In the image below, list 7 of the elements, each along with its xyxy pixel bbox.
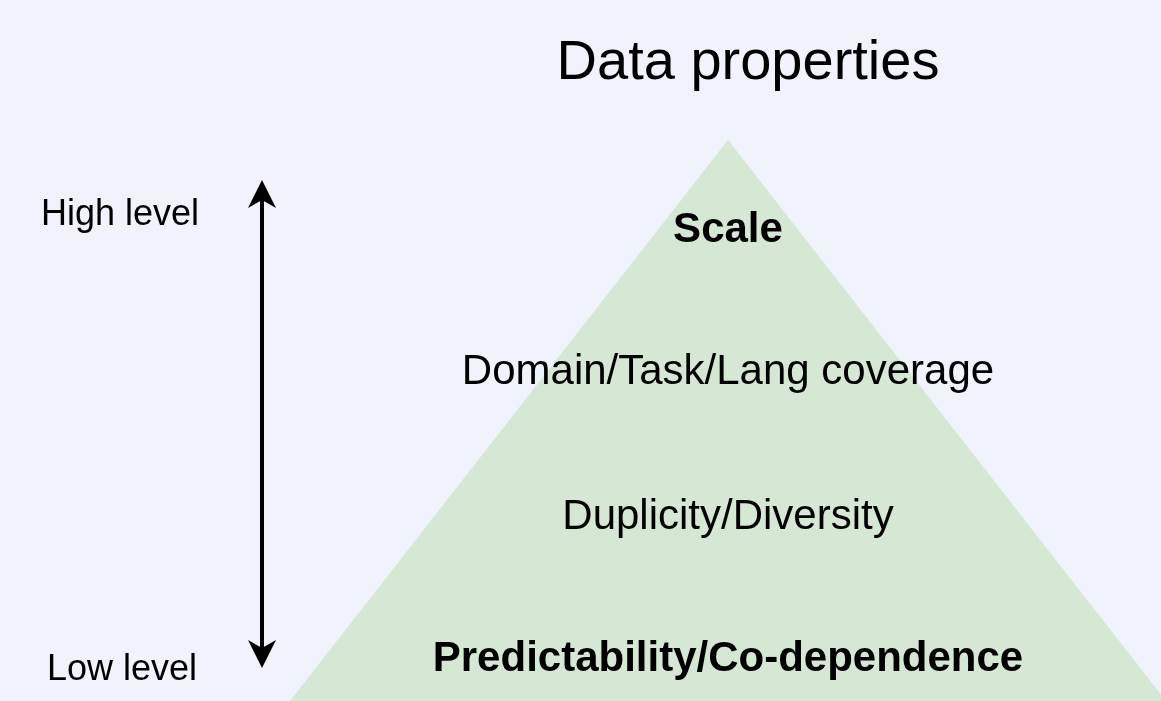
level-label: Low level <box>46 650 198 686</box>
pyramid-tier-label: Domain/Task/Lang coverage <box>461 349 995 391</box>
level-label: High level <box>40 195 200 231</box>
pyramid-triangle <box>290 140 1161 701</box>
pyramid-tier-label: Predictability/Co-dependence <box>432 636 1024 678</box>
pyramid-tier-label: Scale <box>673 207 783 249</box>
pyramid-tier-label: Duplicity/Diversity <box>562 494 894 536</box>
